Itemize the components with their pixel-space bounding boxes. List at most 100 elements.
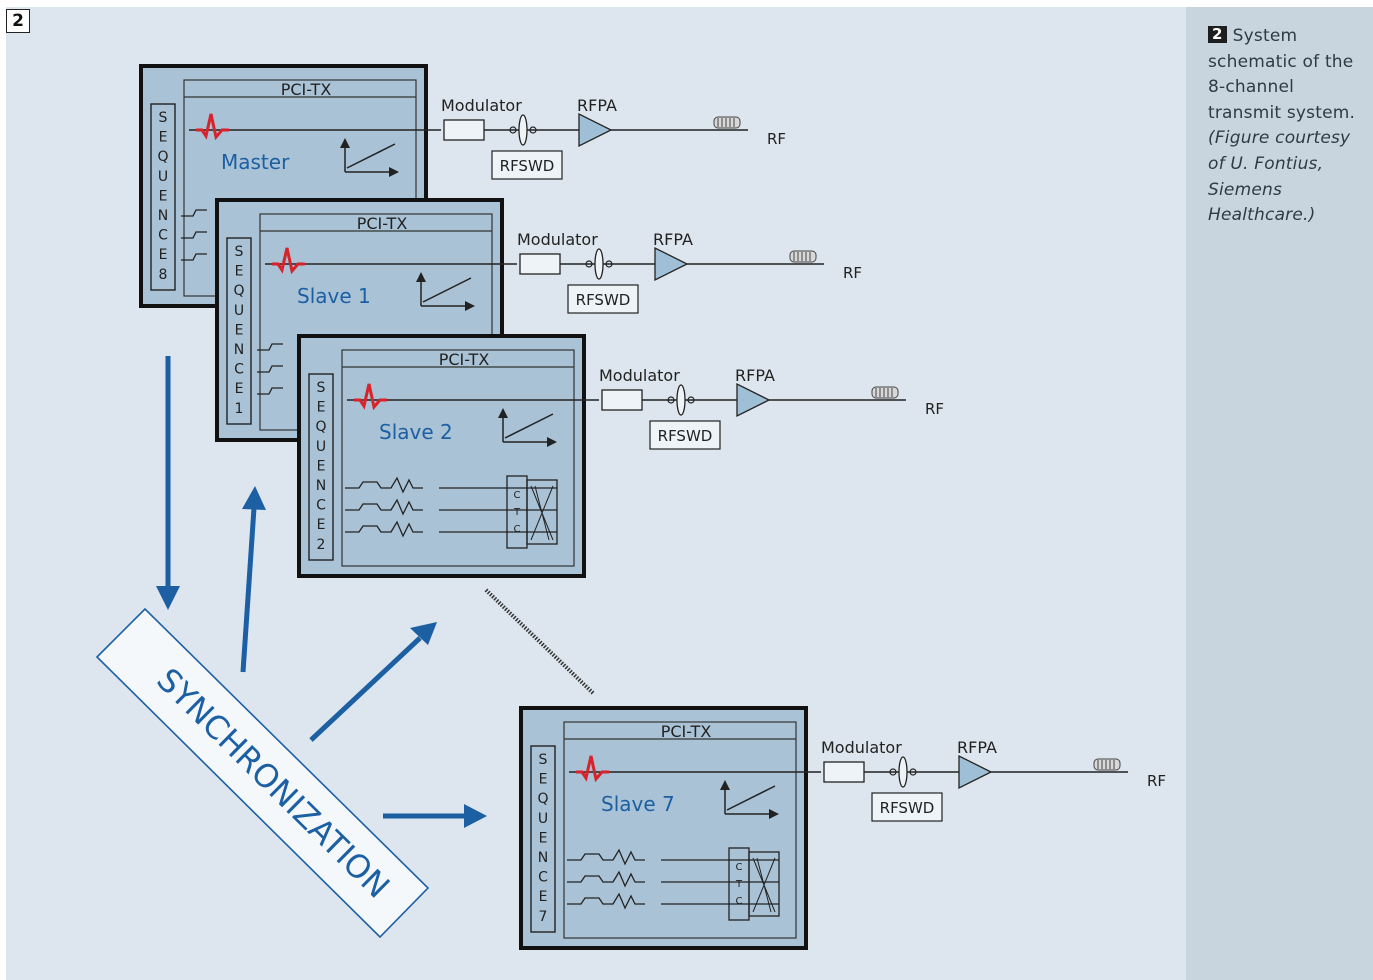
figure-number-badge: 2: [6, 9, 30, 33]
sequence-letter: E: [539, 889, 548, 905]
sequence-letter: C: [538, 870, 548, 886]
sequence-letter: Q: [233, 283, 244, 299]
rf-switch-icon: [594, 248, 604, 280]
rf-switch-node: [889, 768, 897, 776]
pci-tx-label: PCI-TX: [281, 80, 332, 99]
rf-label: RF: [767, 130, 786, 148]
waveform: [567, 870, 645, 888]
modulator-box: [519, 253, 561, 275]
sequence-letter: E: [235, 264, 244, 280]
rfpa-amplifier: [578, 112, 613, 148]
rfpa-label: RFPA: [957, 738, 997, 757]
modulator-box: [601, 389, 643, 411]
waveform: [345, 520, 423, 538]
rf-switch-icon: [676, 384, 686, 416]
sequence-letter: C: [316, 498, 326, 514]
sequence-letter: E: [317, 517, 326, 533]
sequence-column: [226, 237, 252, 425]
waveform: [257, 387, 283, 395]
caption-badge: 2: [1208, 26, 1227, 43]
modulator-label: Modulator: [441, 96, 522, 115]
waveform: [181, 253, 207, 261]
sequence-letter: 7: [539, 909, 548, 925]
rfswd-box: [567, 284, 639, 314]
block-name: Master: [221, 150, 290, 174]
pci-tx-box: [341, 349, 575, 567]
sequence-letter: N: [234, 342, 244, 358]
sequence-letter: S: [235, 244, 244, 260]
rf-switch-icon: [898, 756, 908, 788]
waveform: [345, 476, 423, 494]
rfswd-box: [871, 792, 943, 822]
waveform: [257, 365, 283, 373]
sequence-letter: E: [317, 400, 326, 416]
rfpa-label: RFPA: [735, 366, 775, 385]
sequence-letter: 8: [159, 267, 168, 283]
sequence-letter: S: [539, 752, 548, 768]
rf-switch-icon: [518, 114, 528, 146]
rfpa-amplifier: [654, 246, 689, 282]
sync-arrows: [156, 356, 487, 828]
sequence-letter: E: [235, 381, 244, 397]
caption-text: System schematic of the 8-channel transm…: [1208, 26, 1356, 123]
block-frame: [297, 334, 586, 578]
rf-label: RF: [843, 264, 862, 282]
rfswd-label: RFSWD: [500, 157, 555, 175]
sequence-column: [308, 373, 334, 561]
modulator-label: Modulator: [517, 230, 598, 249]
sync-arrow-slave1: [240, 507, 257, 673]
caption-panel: [1186, 7, 1373, 980]
sequence-letter: E: [159, 188, 168, 204]
synchronization-box: SYNCHRONIZATION: [95, 607, 430, 939]
ctc-letter: C: [514, 524, 521, 535]
sequence-column: [150, 103, 176, 291]
sequence-column: [530, 745, 556, 933]
sequence-letter: S: [159, 110, 168, 126]
sequence-letter: C: [158, 228, 168, 244]
rf-pulse: [576, 755, 609, 783]
sync-arrow-slave2: [309, 636, 422, 742]
ctc-letter: C: [736, 896, 743, 907]
ctc-switch-box: [526, 479, 558, 545]
rfswd-label: RFSWD: [658, 427, 713, 445]
rfpa-label: RFPA: [577, 96, 617, 115]
waveform: [181, 231, 207, 239]
modulator-box: [823, 761, 865, 783]
rf-switch-node: [667, 396, 675, 404]
rfswd-label: RFSWD: [880, 799, 935, 817]
sequence-letter: U: [316, 439, 326, 455]
ctc-switch-box: [748, 851, 780, 917]
sequence-letter: N: [316, 478, 326, 494]
block-frame: [519, 706, 808, 950]
ctc-letter: T: [735, 879, 743, 890]
ctc-letter: T: [513, 507, 521, 518]
pci-tx-box: [563, 721, 797, 939]
rfswd-box: [491, 150, 563, 180]
rfswd-box: [649, 420, 721, 450]
modulator-box: [443, 119, 485, 141]
sequence-letter: E: [159, 247, 168, 263]
sequence-letter: U: [158, 169, 168, 185]
pci-tx-label: PCI-TX: [357, 214, 408, 233]
block-name: Slave 7: [601, 792, 675, 816]
rfpa-amplifier: [736, 382, 771, 418]
waveform: [257, 343, 283, 351]
pci-tx-label: PCI-TX: [661, 722, 712, 741]
rf-pulse: [196, 113, 229, 141]
waveform: [181, 209, 207, 217]
sequence-letter: E: [235, 322, 244, 338]
sequence-letter: 1: [235, 401, 244, 417]
sequence-letter: Q: [315, 419, 326, 435]
rf-label: RF: [1147, 772, 1166, 790]
sequence-letter: U: [234, 303, 244, 319]
rf-pulse: [272, 247, 305, 275]
ctc-letter: C: [736, 862, 743, 873]
sequence-letter: 2: [317, 537, 326, 553]
modulator-label: Modulator: [821, 738, 902, 757]
sequence-letter: N: [158, 208, 168, 224]
waveform: [567, 848, 645, 866]
